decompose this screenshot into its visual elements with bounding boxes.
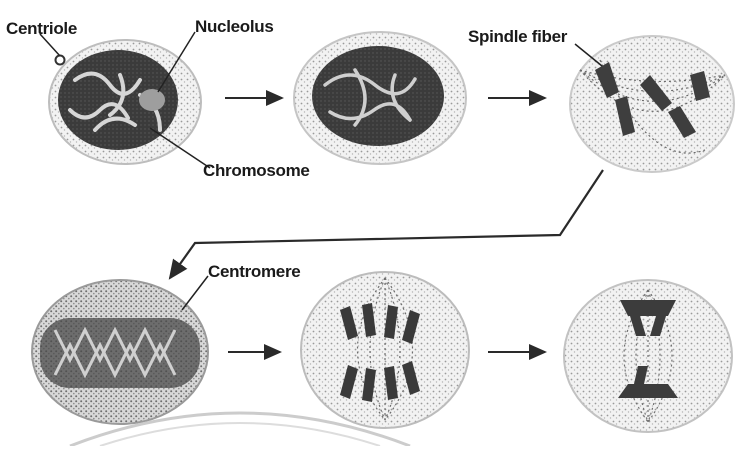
spindle-fiber-label: Spindle fiber [468, 27, 567, 47]
cell-stage-6 [564, 280, 732, 432]
cell-stage-2 [294, 32, 466, 164]
cell-stage-5 [301, 272, 469, 428]
chromosome-band [40, 318, 200, 388]
centromere-leader-line [182, 276, 208, 310]
nucleolus-label: Nucleolus [195, 17, 274, 37]
cell-stage-4 [32, 280, 208, 424]
centromere-label: Centromere [208, 262, 300, 282]
cell-stage-3 [570, 36, 734, 172]
centriole-label: Centriole [6, 19, 77, 39]
nucleus [312, 46, 444, 146]
chromosome-label: Chromosome [203, 161, 310, 181]
centriole [56, 56, 65, 65]
nucleolus [139, 89, 165, 111]
watermark-arc-inner [100, 423, 380, 446]
